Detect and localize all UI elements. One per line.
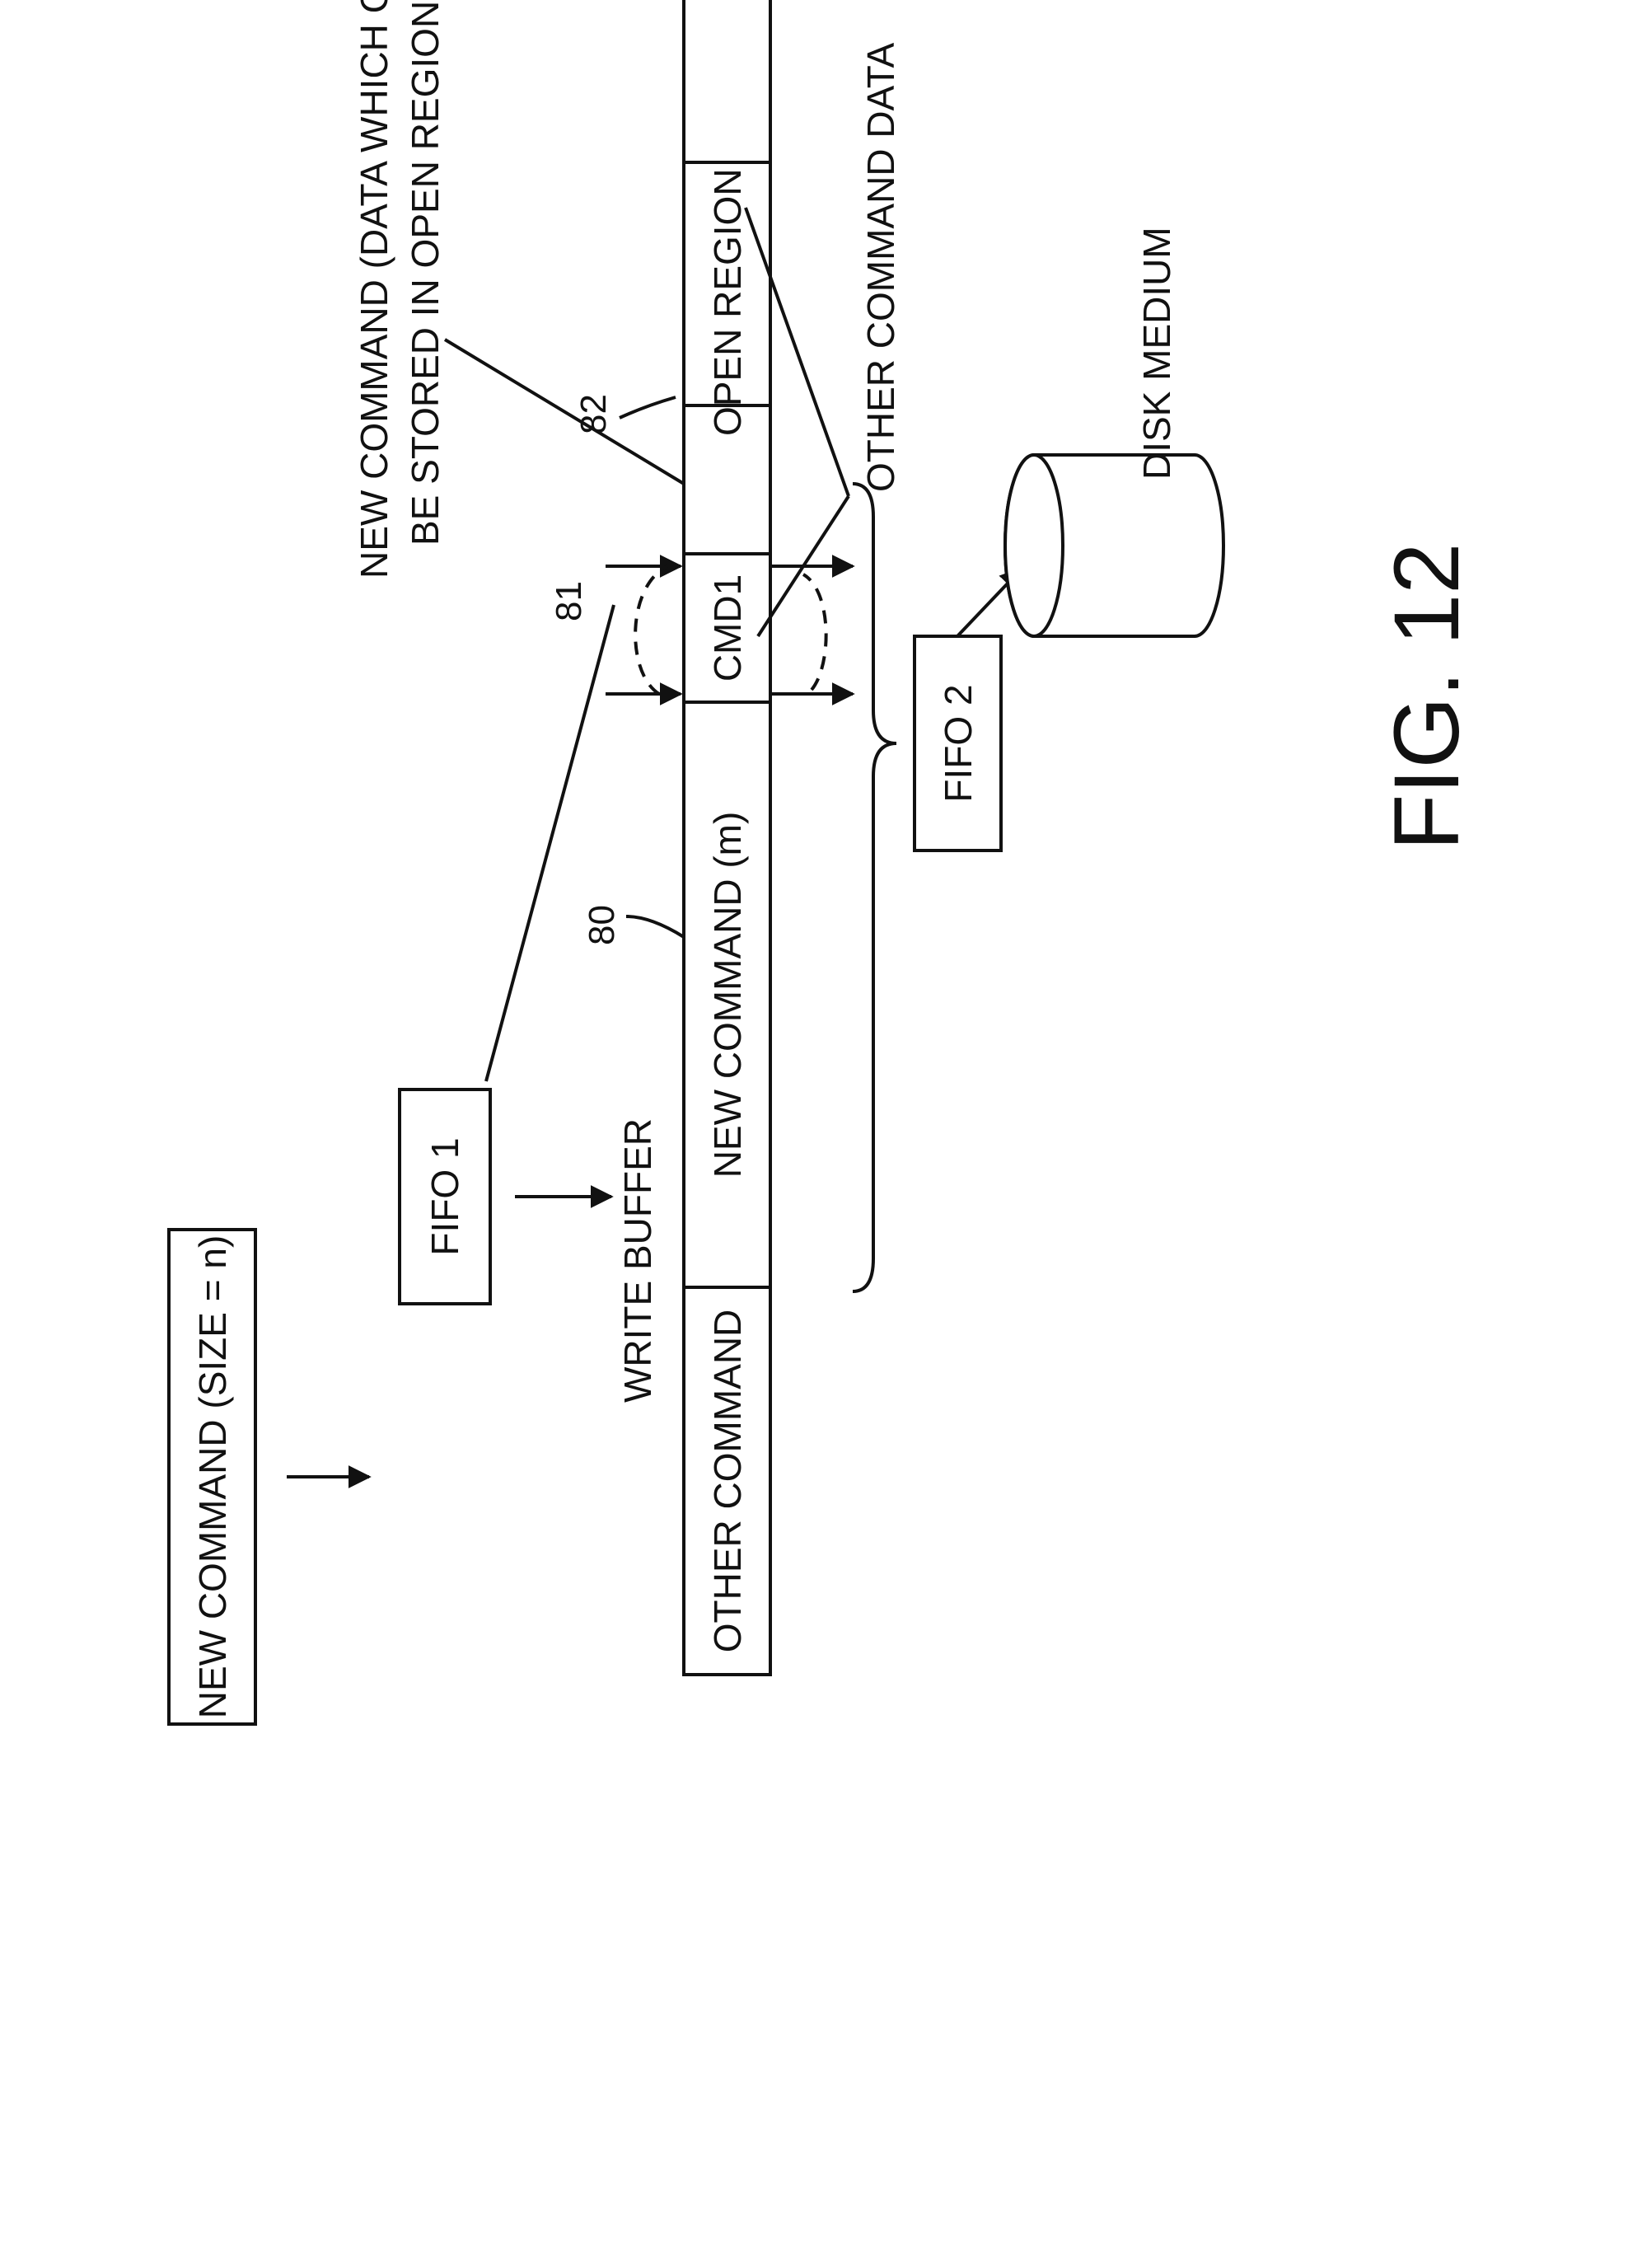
dashed-arc-lower bbox=[802, 573, 828, 691]
leader-82 bbox=[619, 396, 676, 419]
fifo2-brace bbox=[852, 482, 897, 1293]
ref-numeral-80: 80 bbox=[582, 905, 622, 945]
new-command-note-line1: NEW COMMAND (DATA WHICH COULD NOT bbox=[353, 0, 395, 579]
segment-other-command-data bbox=[682, 0, 772, 164]
new-command-note-line2: BE STORED IN OPEN REGION 1) bbox=[404, 0, 447, 546]
disk-medium-label: DISK MEDIUM bbox=[1135, 227, 1178, 480]
ref-numeral-81: 81 bbox=[549, 581, 589, 621]
leader-80 bbox=[625, 915, 685, 939]
new-command-size-label: NEW COMMAND (SIZE = n) bbox=[191, 1235, 234, 1719]
leader-new-command-note bbox=[443, 338, 685, 485]
disk-medium-cylinder bbox=[1003, 453, 1225, 638]
dashed-arc-upper bbox=[634, 565, 668, 696]
other-command-data-label: OTHER COMMAND DATA bbox=[859, 43, 902, 492]
segment-cmd1-label: CMD1 bbox=[706, 574, 749, 682]
fifo1-box bbox=[398, 1088, 492, 1305]
arrow-fifo1-to-cmd1 bbox=[484, 604, 615, 1082]
segment-other-command-label: OTHER COMMAND bbox=[706, 1310, 749, 1653]
segment-open-region-b-label: OPEN REGION B bbox=[706, 133, 749, 436]
segment-new-command-m-label: NEW COMMAND (m) bbox=[706, 812, 749, 1179]
fifo2-label: FIFO 2 bbox=[937, 684, 980, 802]
write-buffer-label: WRITE BUFFER bbox=[616, 1118, 659, 1403]
figure-title: FIG. 12 bbox=[1375, 543, 1478, 850]
leader-other-command-data-a bbox=[744, 207, 850, 497]
fifo1-label: FIFO 1 bbox=[423, 1137, 466, 1255]
new-command-size-box bbox=[167, 1228, 257, 1726]
leader-other-command-data-b bbox=[756, 494, 850, 638]
